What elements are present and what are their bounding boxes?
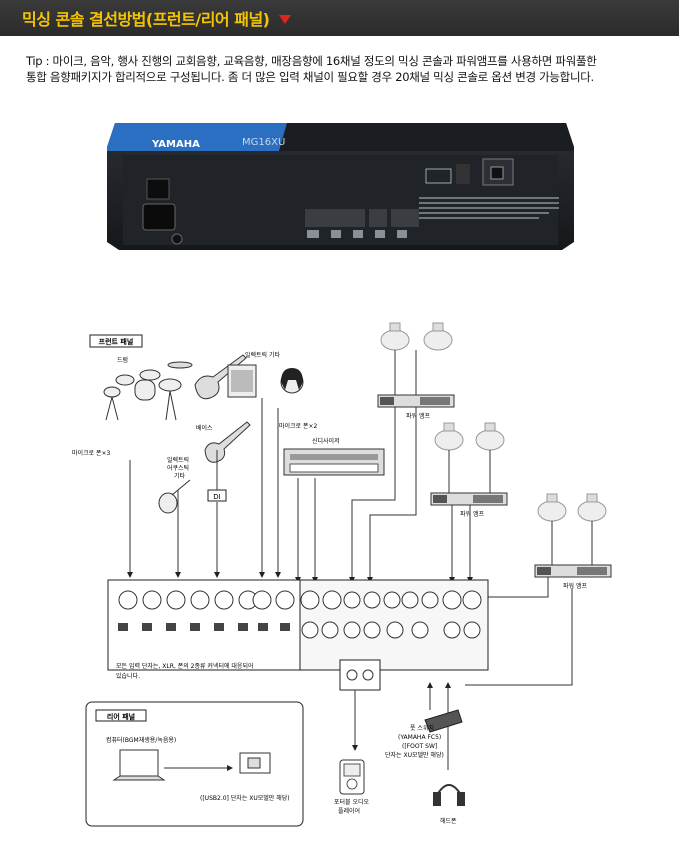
singer-icon bbox=[280, 368, 304, 394]
headphones-icon bbox=[433, 784, 465, 806]
headphones-label: 헤드폰 bbox=[440, 817, 457, 825]
synthesizer-label: 신디사이저 bbox=[312, 437, 340, 445]
power-inlet bbox=[142, 203, 176, 231]
acoustic-guitar-label-2: 어쿠스틱 bbox=[167, 464, 189, 472]
rear-panel-label: 리어 패널 bbox=[107, 712, 135, 721]
mixer-rear-image: YAMAHA MG16XU bbox=[107, 123, 574, 250]
inputs-note-1: 모든 입력 단자는, XLR, 폰의 2종류 커넥터에 대응되어 bbox=[116, 662, 254, 670]
power-amp-3-label: 파워 앰프 bbox=[563, 582, 587, 590]
amplifier-icon bbox=[227, 364, 257, 398]
mic-x2-label: 마이크로 폰×2 bbox=[279, 422, 318, 430]
portable-player-label-1: 포터블 오디오 bbox=[334, 798, 370, 806]
portable-player-label-2: 플레이어 bbox=[338, 807, 360, 815]
drum-kit-icon bbox=[103, 361, 193, 421]
speaker-pair-2-icon bbox=[434, 422, 505, 451]
front-panel-label: 프런트 패널 bbox=[99, 337, 134, 346]
footswitch-label-1: 풋 스위치 bbox=[410, 724, 434, 732]
tip-text: Tip : 마이크, 음악, 행사 진행의 교회음향, 교육음향, 매장음향에 … bbox=[26, 53, 666, 85]
power-amp-3-icon bbox=[534, 564, 612, 578]
dropdown-arrow-icon[interactable] bbox=[279, 14, 292, 24]
acoustic-guitar-icon bbox=[158, 479, 191, 514]
acoustic-guitar-label-3: 기타 bbox=[174, 472, 186, 480]
connection-diagram: 프런트 패널 드럼 일렉트릭 기타 마이크로 폰×2 베이스 마이크로 폰×3 … bbox=[72, 322, 612, 827]
inputs-note-2: 있습니다. bbox=[116, 672, 140, 680]
acoustic-guitar-label-1: 일렉트릭 bbox=[167, 456, 189, 464]
power-amp-2-label: 파워 앰프 bbox=[460, 510, 484, 518]
tip-line-2: 통합 음향패키지가 합리적으로 구성됩니다. 좀 더 많은 입력 채널이 필요할… bbox=[26, 70, 594, 84]
mixer-front-panel bbox=[107, 579, 489, 691]
synthesizer-icon bbox=[283, 448, 385, 476]
electric-guitar-label: 일렉트릭 기타 bbox=[245, 351, 281, 359]
bass-guitar-icon bbox=[204, 421, 251, 463]
page-header: 믹싱 콘솔 결선방법(프런트/리어 패널) bbox=[0, 0, 679, 36]
footswitch-icon bbox=[424, 709, 463, 733]
speaker-pair-1-icon bbox=[380, 322, 453, 351]
brand-logo: YAMAHA bbox=[151, 139, 200, 150]
power-amp-1-label: 파워 앰프 bbox=[406, 412, 430, 420]
page-title: 믹싱 콘솔 결선방법(프런트/리어 패널) bbox=[22, 10, 270, 29]
bass-label: 베이스 bbox=[196, 424, 213, 432]
rear-panel-box bbox=[85, 701, 304, 827]
tip-line-1: Tip : 마이크, 음악, 행사 진행의 교회음향, 교육음향, 매장음향에 … bbox=[26, 54, 597, 68]
mic-x3-label: 마이크로 폰×3 bbox=[72, 449, 111, 457]
footswitch-label-4: 단자는 XU모델만 해당) bbox=[385, 751, 444, 759]
footswitch-label-3: ([FOOT SW] bbox=[402, 743, 437, 750]
usb-note: ([USB2.0] 단자는 XU모델만 해당) bbox=[200, 794, 290, 802]
laptop-icon bbox=[112, 749, 166, 781]
power-switch[interactable] bbox=[146, 178, 170, 200]
power-amp-2-icon bbox=[430, 492, 508, 506]
drum-label: 드럼 bbox=[117, 356, 128, 364]
computer-label: 컴퓨터(BGM재생용/녹음용) bbox=[106, 736, 176, 744]
power-amp-1-icon bbox=[377, 394, 455, 408]
usb-connector-icon bbox=[239, 752, 271, 774]
model-name: MG16XU bbox=[242, 137, 285, 148]
front-panel-label-box bbox=[89, 334, 143, 348]
usb-port bbox=[490, 166, 504, 180]
portable-player-icon bbox=[339, 759, 365, 795]
footswitch-label-2: (YAMAHA FC5) bbox=[398, 734, 441, 741]
di-label: DI bbox=[213, 493, 220, 501]
speaker-pair-3-icon bbox=[537, 493, 607, 522]
